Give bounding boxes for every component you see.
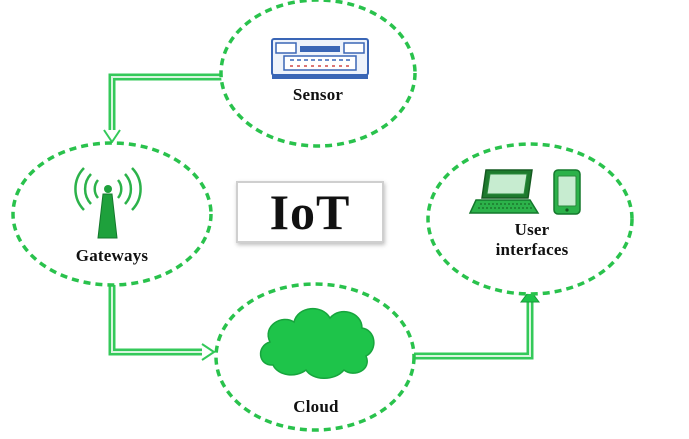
user-interfaces-label-line1: User — [514, 220, 550, 239]
iot-title-box: IoT — [236, 181, 384, 243]
laptop-icon — [468, 169, 540, 214]
arrow-sensor-to-gateways — [103, 73, 222, 144]
user-interfaces-circle — [426, 142, 634, 296]
iot-title: IoT — [269, 184, 351, 240]
user-interfaces-label: User interfaces — [466, 220, 598, 260]
smartphone-icon — [553, 169, 581, 215]
antenna-tower-icon — [74, 167, 142, 239]
arrow-cloud-to-user-interfaces — [414, 289, 540, 360]
arrow-gateways-to-cloud — [108, 285, 216, 361]
cloud-label: Cloud — [293, 397, 339, 416]
sensor-label: Sensor — [292, 85, 344, 104]
cloud-icon — [259, 308, 375, 379]
user-interfaces-label-line2: interfaces — [495, 240, 569, 259]
gateways-label: Gateways — [75, 246, 149, 265]
sensor-board-icon — [271, 38, 369, 79]
